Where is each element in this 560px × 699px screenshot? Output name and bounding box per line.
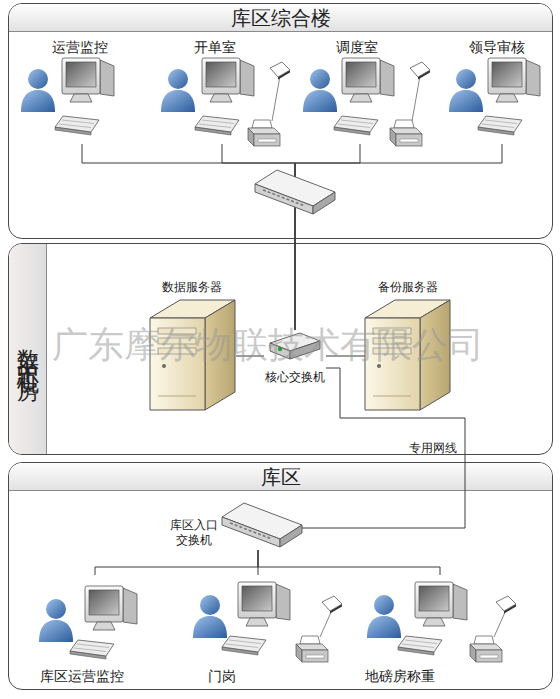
- zone-title: 数据中心机房: [9, 244, 47, 454]
- printer-cable: [272, 76, 280, 121]
- workstation-label: 门岗: [185, 667, 259, 685]
- network-cable: [295, 144, 360, 330]
- zone-band: 库区库区入口 交换机库区运营监控 门岗 地磅房称重: [8, 462, 553, 690]
- keyboard-icon: [195, 116, 239, 135]
- workstation: 开单室: [155, 36, 295, 144]
- server-label: 数据服务器: [148, 280, 236, 298]
- server-icon: [150, 300, 235, 410]
- person-icon: [367, 595, 401, 638]
- entry-switch: 库区入口 交换机: [160, 498, 302, 550]
- zone-title: 库区综合楼: [9, 4, 552, 32]
- keyboard-icon: [222, 636, 266, 655]
- keyboard-icon: [55, 116, 99, 135]
- workstation: 调度室: [298, 36, 438, 144]
- watermark: 广东摩尔物联技术有限公司: [52, 325, 484, 365]
- network-cable: [82, 144, 295, 330]
- zone-title: 库区: [9, 463, 552, 491]
- person-icon: [39, 599, 73, 642]
- workstation: 领导审核: [440, 36, 548, 144]
- network-cable: [326, 356, 365, 357]
- person-icon: [161, 69, 195, 112]
- workstation-label: 领导审核: [440, 38, 554, 56]
- server: 备份服务器: [365, 278, 455, 410]
- workstation: 库区运营监控: [25, 575, 145, 687]
- computer-icon: [342, 58, 394, 102]
- server-icon: [365, 300, 450, 410]
- person-icon: [303, 69, 337, 112]
- switch-icon: [255, 170, 335, 214]
- printer-cable: [494, 610, 506, 637]
- printer-icon: [248, 120, 280, 146]
- network-cable: [236, 356, 264, 357]
- workstation: 门岗: [185, 575, 345, 687]
- computer-icon: [202, 58, 254, 102]
- core-switch: 核心交换机: [264, 330, 326, 388]
- network-cable: [302, 368, 465, 528]
- network-cable: [258, 550, 440, 575]
- network-cable: [258, 550, 259, 575]
- person-icon: [449, 69, 483, 112]
- network-cable: [295, 144, 502, 330]
- workstation-label: 库区运营监控: [25, 667, 139, 685]
- network-cable: [95, 550, 258, 575]
- person-icon: [193, 595, 227, 638]
- computer-icon: [488, 58, 540, 102]
- zone-band: 库区综合楼运营监控开单室 调度室 领导审核: [8, 3, 553, 239]
- workstation: 地磅房称重: [355, 575, 520, 687]
- printer-icon: [390, 120, 422, 146]
- workstation-label: 开单室: [155, 38, 275, 56]
- computer-icon: [238, 582, 290, 626]
- computer-icon: [62, 58, 114, 102]
- printer-cable: [320, 610, 332, 637]
- printer-icon: [296, 636, 328, 662]
- core-switch-icon: [270, 333, 320, 359]
- document-icon: [496, 596, 516, 614]
- keyboard-icon: [334, 116, 378, 135]
- document-icon: [322, 596, 342, 614]
- network-cable: [222, 144, 295, 330]
- switch-icon: [222, 503, 302, 547]
- zone-band: 数据中心机房 数据服务器 备份服务器核心交换机: [8, 243, 553, 455]
- keyboard-icon: [478, 116, 522, 135]
- workstation-label: 地磅房称重: [355, 667, 445, 685]
- person-icon: [21, 69, 55, 112]
- keyboard-icon: [398, 636, 442, 655]
- cable-label: 专用网线: [409, 441, 457, 456]
- computer-icon: [85, 586, 137, 630]
- switch-label: 库区入口 交换机: [164, 518, 224, 550]
- server-label: 备份服务器: [365, 280, 451, 298]
- keyboard-icon: [70, 640, 114, 659]
- document-icon: [410, 62, 430, 80]
- printer-cable: [412, 76, 420, 121]
- workstation-label: 调度室: [298, 38, 416, 56]
- printer-icon: [470, 636, 502, 662]
- server: 数据服务器: [148, 278, 236, 410]
- document-icon: [270, 62, 290, 80]
- computer-icon: [415, 582, 467, 626]
- switch-label: 核心交换机: [264, 370, 326, 386]
- workstation: 运营监控: [15, 36, 140, 144]
- workstation-label: 运营监控: [20, 38, 140, 56]
